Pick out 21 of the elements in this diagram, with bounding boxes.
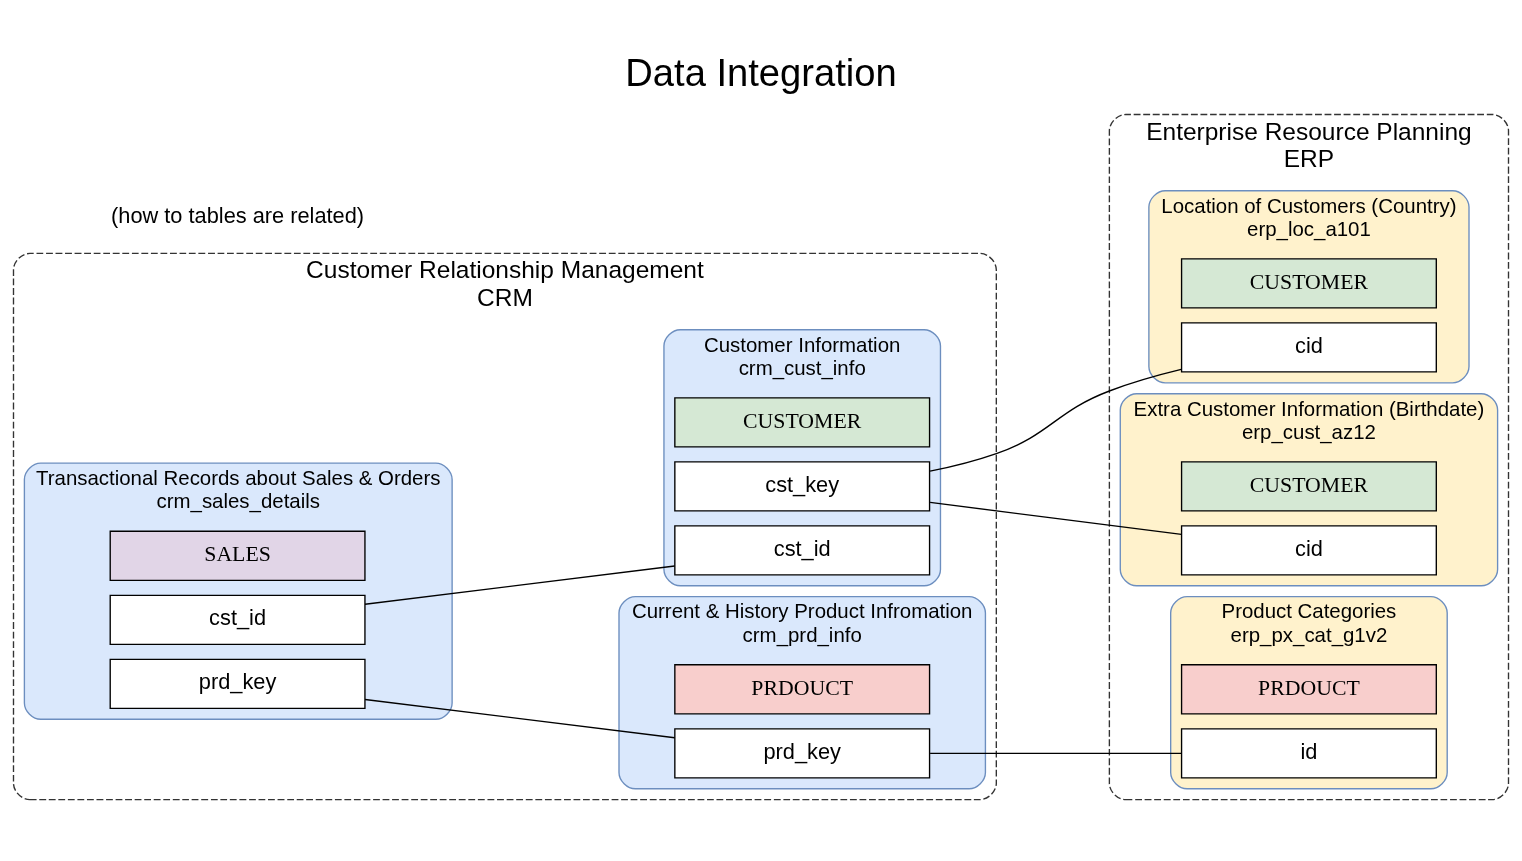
node-box: cid <box>1180 322 1437 373</box>
node-box: prd_key <box>109 658 366 710</box>
node-box: cid <box>1180 525 1437 576</box>
connector <box>364 565 676 605</box>
node-box: CUSTOMER <box>674 397 931 448</box>
node-box: CUSTOMER <box>1180 461 1437 512</box>
node-box: cst_id <box>674 525 931 576</box>
node-box: PRDOUCT <box>674 664 931 715</box>
node-box: SALES <box>109 530 366 581</box>
node-box: cst_id <box>109 594 366 646</box>
node-box: CUSTOMER <box>1180 258 1437 309</box>
connector <box>929 368 1182 472</box>
label: (how to tables are related) <box>111 203 365 229</box>
node-box: PRDOUCT <box>1180 664 1437 715</box>
connector <box>929 752 1183 754</box>
node-box: cst_key <box>674 461 931 512</box>
diagram-title: Data Integration <box>625 51 897 95</box>
node-box: prd_key <box>674 728 931 779</box>
connector <box>364 698 676 739</box>
connector <box>929 501 1183 536</box>
node-box: id <box>1180 728 1437 779</box>
